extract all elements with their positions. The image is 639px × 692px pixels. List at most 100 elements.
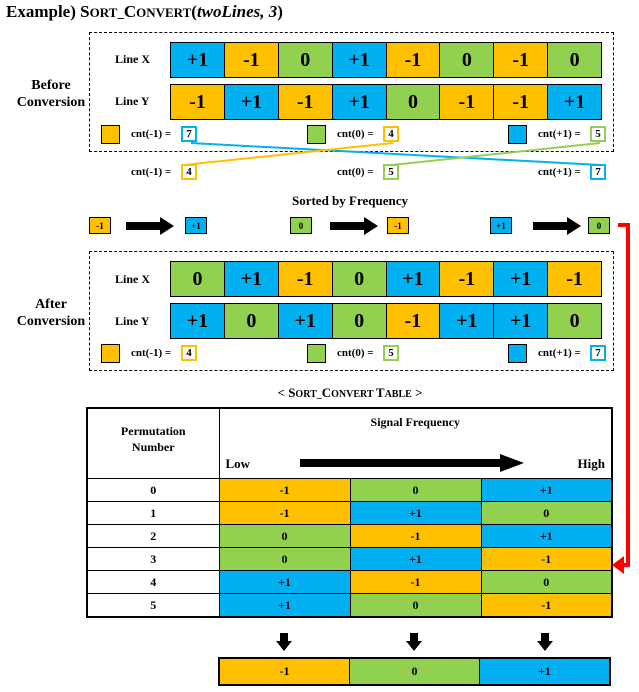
map-to-neg-one: -1 bbox=[387, 217, 409, 234]
before-line-x-label: Line X bbox=[115, 52, 151, 66]
signal-cell: 0 bbox=[278, 43, 333, 77]
table-cell: +1 bbox=[480, 478, 613, 502]
table-cell: +1 bbox=[349, 501, 482, 525]
table-cell: +1 bbox=[218, 593, 351, 618]
after-cnt-pos-label: cnt(+1) = bbox=[538, 347, 581, 359]
table-cell: -1 bbox=[349, 570, 482, 594]
table-cell: -1 bbox=[218, 478, 351, 502]
after-conversion-box bbox=[89, 251, 614, 371]
map-from-zero: 0 bbox=[290, 217, 312, 234]
table-cell: -1 bbox=[218, 501, 351, 525]
signal-cell: 0 bbox=[386, 85, 441, 119]
cross-line-yellow bbox=[183, 142, 394, 166]
signal-cell: 0 bbox=[332, 262, 387, 296]
after-line-y-label: Line Y bbox=[115, 314, 150, 328]
after-line-x-label: Line X bbox=[115, 272, 151, 286]
cross-line-green bbox=[391, 142, 601, 166]
signal-cell: +1 bbox=[278, 304, 333, 338]
signal-cell: 0 bbox=[440, 43, 495, 77]
frequency-arrow bbox=[299, 454, 524, 472]
signal-frequency-title: Signal Frequency bbox=[370, 415, 460, 429]
before-cnt-zero-label: cnt(0) = bbox=[337, 128, 374, 140]
map-from-pos-one: +1 bbox=[490, 217, 512, 234]
signal-frequency-header: Signal Frequency Low High bbox=[218, 407, 613, 479]
map-arrow-2 bbox=[330, 217, 378, 235]
result-cell: +1 bbox=[480, 659, 609, 684]
map-to-zero: 0 bbox=[588, 217, 610, 234]
table-cell: 0 bbox=[480, 570, 613, 594]
after-cnt-zero-value: 5 bbox=[383, 345, 399, 361]
signal-cell: -1 bbox=[386, 43, 441, 77]
before-cnt-pos-value: 5 bbox=[590, 126, 606, 142]
signal-cell: +1 bbox=[171, 43, 225, 77]
sorted-cnt-zero-value: 5 bbox=[383, 164, 399, 180]
signal-cell: +1 bbox=[494, 262, 549, 296]
sorted-heading: Sorted by Frequency bbox=[291, 193, 409, 208]
signal-cell: +1 bbox=[440, 304, 495, 338]
sorted-cnt-pos-label: cnt(+1) = bbox=[538, 166, 581, 178]
signal-cell: -1 bbox=[278, 262, 333, 296]
map-to-pos-one: +1 bbox=[185, 217, 207, 234]
signal-cell: +1 bbox=[171, 304, 225, 338]
signal-cell: 0 bbox=[548, 304, 601, 338]
signal-cell: -1 bbox=[440, 85, 495, 119]
before-cnt-pos-label: cnt(+1) = bbox=[538, 128, 581, 140]
low-label: Low bbox=[225, 456, 251, 471]
signal-cell: +1 bbox=[548, 85, 601, 119]
signal-cell: 0 bbox=[548, 43, 601, 77]
map-from-neg-one: -1 bbox=[89, 217, 111, 234]
signal-cell: -1 bbox=[494, 43, 549, 77]
before-line-y-label: Line Y bbox=[115, 94, 150, 108]
after-cnt-neg-label: cnt(-1) = bbox=[131, 347, 172, 359]
signal-cell: 0 bbox=[171, 262, 225, 296]
down-arrow-1 bbox=[276, 633, 292, 651]
signal-cell: -1 bbox=[386, 304, 441, 338]
after-cnt-pos-value: 7 bbox=[590, 345, 606, 361]
signal-cell: +1 bbox=[386, 262, 441, 296]
table-cell: -1 bbox=[480, 547, 613, 571]
table-cell: -1 bbox=[480, 593, 613, 618]
signal-cell: +1 bbox=[332, 85, 387, 119]
sorted-cnt-zero-label: cnt(0) = bbox=[337, 166, 374, 178]
down-arrow-3 bbox=[537, 633, 553, 651]
sorted-cnt-neg-label: cnt(-1) = bbox=[131, 166, 172, 178]
table-cell: +1 bbox=[349, 547, 482, 571]
map-arrow-1 bbox=[126, 217, 174, 235]
before-cnt-neg-label: cnt(-1) = bbox=[131, 128, 172, 140]
result-cell: -1 bbox=[220, 659, 350, 684]
table-cell: 0 bbox=[218, 524, 351, 548]
cross-line-blue bbox=[190, 142, 601, 166]
before-cnt-zero-value: 4 bbox=[383, 126, 399, 142]
signal-cell: -1 bbox=[494, 85, 549, 119]
signal-cell: -1 bbox=[548, 262, 601, 296]
table-cell: +1 bbox=[218, 570, 351, 594]
sorted-cnt-neg-value: 4 bbox=[181, 164, 197, 180]
table-caption: < SORT_CONVERT TABLE > bbox=[277, 385, 423, 400]
signal-cell: -1 bbox=[224, 43, 279, 77]
signal-cell: -1 bbox=[440, 262, 495, 296]
signal-cell: +1 bbox=[494, 304, 549, 338]
signal-cell: -1 bbox=[171, 85, 225, 119]
swatch-zero bbox=[307, 125, 326, 144]
down-arrow-2 bbox=[406, 633, 422, 651]
result-cell: 0 bbox=[350, 659, 480, 684]
after-cnt-neg-value: 4 bbox=[181, 345, 197, 361]
before-cnt-neg-value: 7 bbox=[181, 126, 197, 142]
